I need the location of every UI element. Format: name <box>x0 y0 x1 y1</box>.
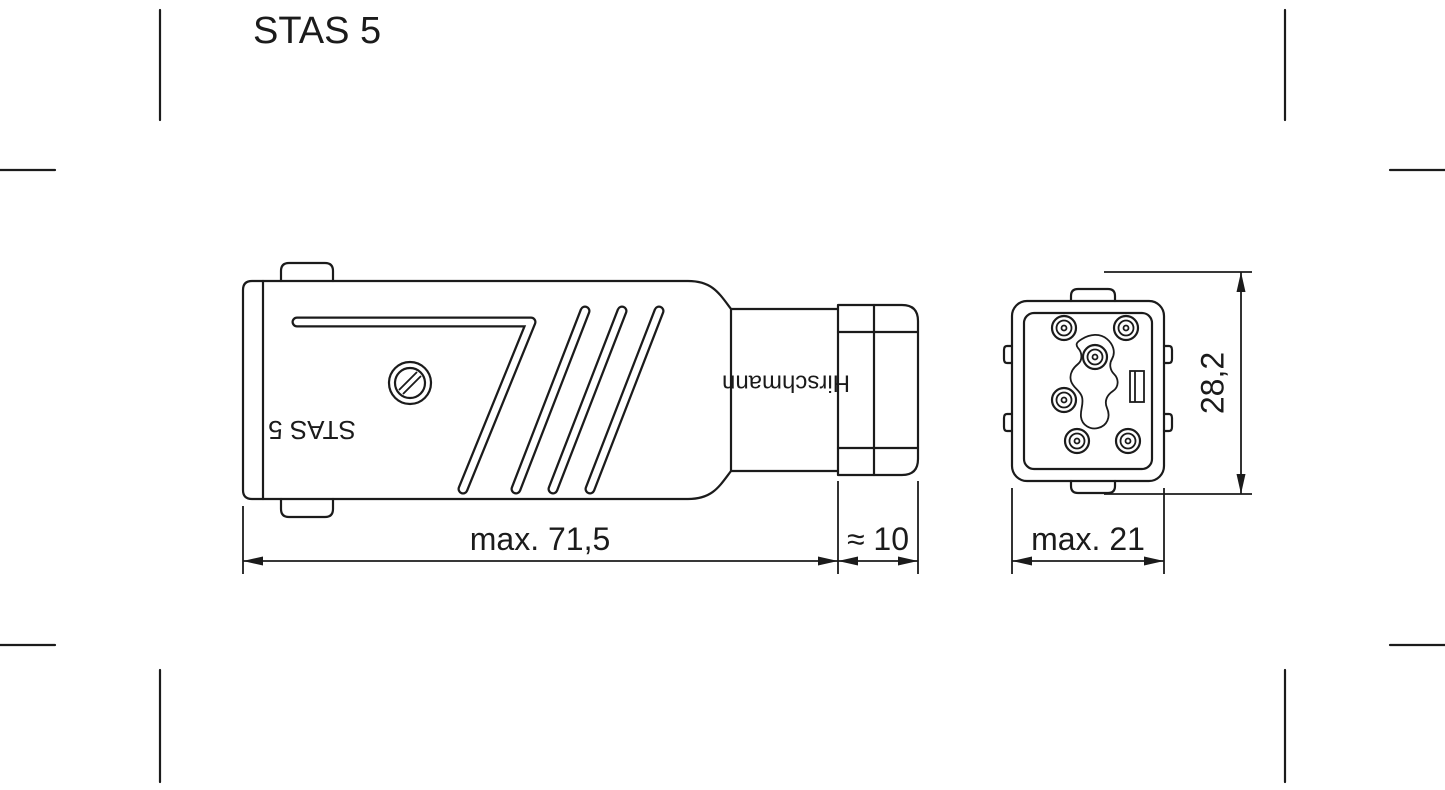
insert-contour <box>1069 333 1119 430</box>
gland-hex-flats <box>836 330 919 450</box>
contact-pins <box>1050 314 1142 455</box>
arrowhead <box>838 556 858 566</box>
registration-marks <box>0 8 1445 784</box>
grip-groove <box>293 318 535 493</box>
arrowhead <box>1144 556 1164 566</box>
arrowhead <box>898 556 918 566</box>
dimension-gland-length: ≈ 10 <box>838 481 919 574</box>
side-bump <box>1162 412 1174 433</box>
latch-tab-bottom <box>279 497 335 519</box>
screw-head-outer <box>387 360 433 406</box>
keying-element <box>1129 370 1145 403</box>
dimension-label: max. 21 <box>1031 521 1145 557</box>
dimensions: max. 71,5 ≈ 10 max. 21 <box>242 271 1252 574</box>
dimension-label: max. 71,5 <box>470 521 611 557</box>
grip-groove <box>586 307 663 493</box>
arrowhead <box>1236 272 1246 292</box>
brand-marking: Hirschmann <box>722 370 850 397</box>
contact-pin <box>1114 427 1142 455</box>
dimension-label: ≈ 10 <box>847 521 909 557</box>
contact-pin <box>1050 314 1078 342</box>
latch-tab-top <box>279 261 335 283</box>
grip-grooves <box>291 305 665 495</box>
drawing-title: STAS 5 <box>253 10 381 52</box>
gland-outline <box>836 303 920 477</box>
side-bump <box>1162 344 1174 365</box>
housing-outline <box>241 279 733 501</box>
neck-section <box>729 307 840 473</box>
side-view: STAS 5 Hirschmann <box>241 261 920 519</box>
cable-gland <box>836 303 920 477</box>
face-inner-outline <box>1022 311 1154 471</box>
contact-pin <box>1081 343 1109 371</box>
face-outline <box>1010 299 1166 483</box>
dimension-face-height: 28,2 <box>1104 271 1252 495</box>
latch-tab-bottom <box>1069 479 1117 495</box>
contact-pin <box>1063 427 1091 455</box>
front-view <box>1002 287 1174 495</box>
side-bump <box>1002 344 1014 365</box>
dimension-label: 28,2 <box>1194 352 1230 414</box>
grip-groove <box>549 307 626 493</box>
latch-tab-top <box>1069 287 1117 303</box>
arrowhead <box>243 556 263 566</box>
arrowhead <box>1236 474 1246 494</box>
body-marking: STAS 5 <box>268 415 356 445</box>
arrowhead <box>1012 556 1032 566</box>
dimension-face-width: max. 21 <box>1011 488 1165 574</box>
grip-groove <box>512 307 589 493</box>
side-bump <box>1002 412 1014 433</box>
screw-head-inner <box>393 366 427 400</box>
housing-screw <box>387 360 433 406</box>
dimension-overall-length: max. 71,5 <box>242 481 839 574</box>
contact-pin <box>1112 314 1140 342</box>
keying-slot <box>1129 370 1145 403</box>
arrowhead <box>818 556 838 566</box>
contact-pin <box>1050 386 1078 414</box>
screw-slot <box>398 371 422 395</box>
